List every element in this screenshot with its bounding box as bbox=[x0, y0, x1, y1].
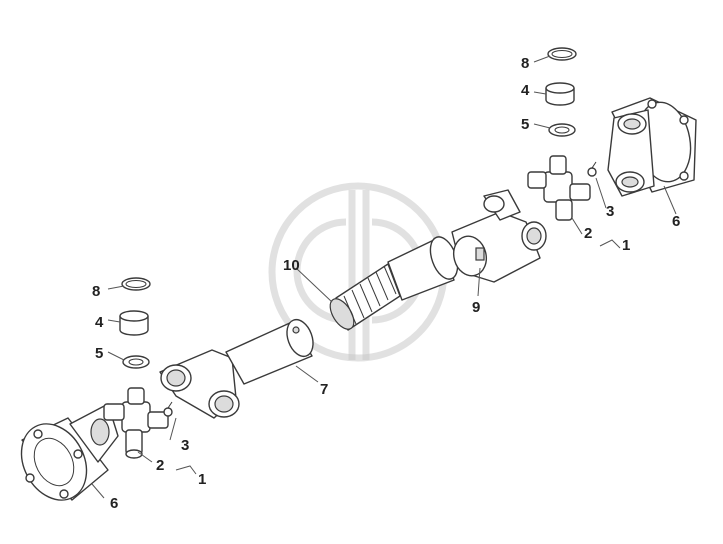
callout-8-right: 8 bbox=[521, 55, 529, 72]
circlip-right bbox=[547, 47, 577, 61]
callout-6-left: 6 bbox=[110, 495, 118, 512]
callout-10: 10 bbox=[283, 257, 300, 274]
callout-1-right: 1 bbox=[622, 237, 630, 254]
callout-7: 7 bbox=[320, 381, 328, 398]
callout-9: 9 bbox=[472, 299, 480, 316]
slip-yoke bbox=[451, 189, 547, 283]
callout-5-right: 5 bbox=[521, 116, 529, 133]
splined-shaft bbox=[329, 236, 459, 331]
callout-2-right: 2 bbox=[584, 225, 592, 242]
callout-4-left: 4 bbox=[95, 314, 104, 331]
spider-cross-right bbox=[527, 155, 591, 221]
callout-4-right: 4 bbox=[521, 82, 530, 99]
bearing-cup-left bbox=[119, 310, 149, 336]
flange-yoke-right bbox=[607, 97, 697, 197]
callout-labels: 8 4 5 3 2 1 6 9 10 7 8 4 5 3 2 1 6 bbox=[92, 55, 680, 512]
callout-1-left: 1 bbox=[198, 471, 206, 488]
seal-ring-left bbox=[122, 355, 150, 369]
callout-8-left: 8 bbox=[92, 283, 100, 300]
callout-3-left: 3 bbox=[181, 437, 189, 454]
callout-2-left: 2 bbox=[156, 457, 164, 474]
grease-nipple-left bbox=[163, 401, 173, 417]
seal-ring-right bbox=[548, 123, 576, 137]
circlip-left bbox=[121, 277, 151, 291]
bearing-cup-right bbox=[545, 82, 575, 106]
callout-5-left: 5 bbox=[95, 345, 103, 362]
tube-yoke-shaft bbox=[159, 318, 314, 419]
leader-lines bbox=[91, 55, 677, 499]
grease-nipple-right bbox=[587, 161, 597, 177]
callout-3-right: 3 bbox=[606, 203, 614, 220]
callout-6-right: 6 bbox=[672, 213, 680, 230]
